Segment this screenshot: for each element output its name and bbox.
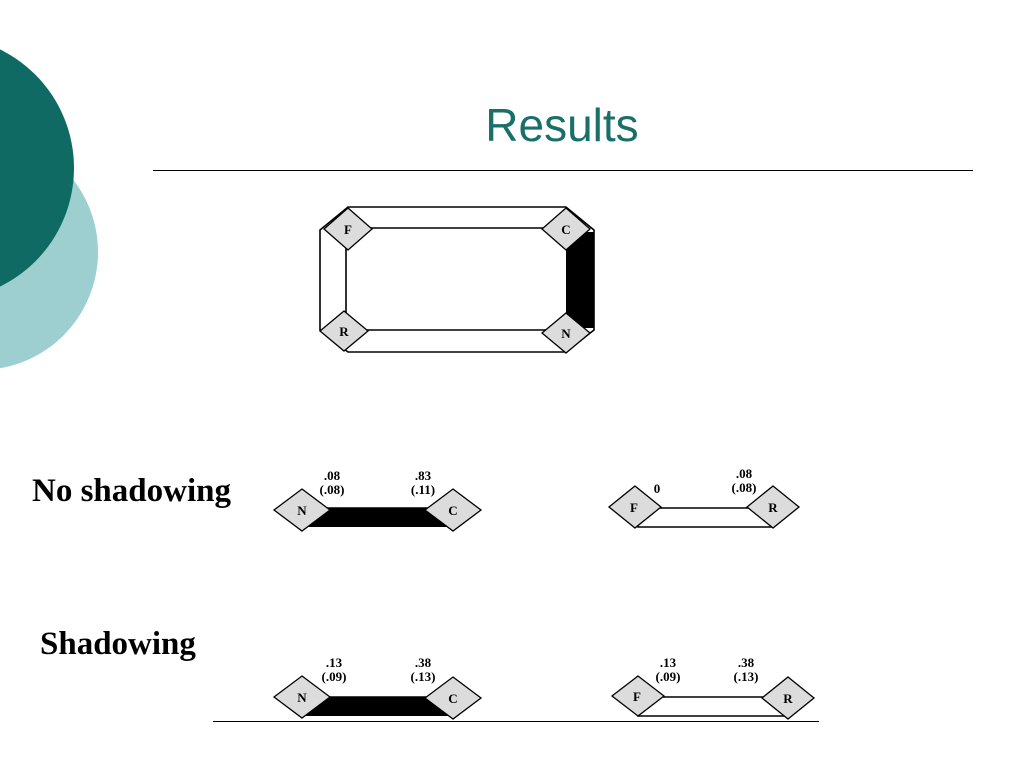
value-label: (.11) xyxy=(411,482,435,497)
node-label: C xyxy=(448,503,457,518)
node-label: R xyxy=(768,500,778,515)
value-label: .38 xyxy=(738,655,755,670)
value-label: 0 xyxy=(654,481,661,496)
value-label: (.08) xyxy=(320,482,345,497)
node-diamond xyxy=(272,488,332,532)
pair-diagram: N C .13 (.09) .38 (.13) xyxy=(272,655,483,720)
node-label: N xyxy=(297,690,307,705)
node-diamond xyxy=(610,675,666,717)
value-label: (.08) xyxy=(732,480,757,495)
title-divider xyxy=(153,170,973,171)
node-label: N xyxy=(297,503,307,518)
node-label: R xyxy=(339,324,349,339)
value-label: .13 xyxy=(660,655,677,670)
node-diamond xyxy=(423,488,483,532)
value-label: (.13) xyxy=(734,669,759,684)
node-diamond xyxy=(272,675,332,719)
decorative-circles xyxy=(0,49,98,369)
bottom-divider xyxy=(213,721,819,722)
value-label: (.09) xyxy=(656,669,681,684)
row-label-shadowing: Shadowing xyxy=(40,626,196,662)
value-label: .08 xyxy=(736,466,753,481)
node-diamond xyxy=(423,676,483,720)
node-top-left: F xyxy=(323,207,373,251)
node-bottom-left: R xyxy=(318,310,370,352)
value-label: (.13) xyxy=(411,669,436,684)
node-label: C xyxy=(448,691,457,706)
dark-teal-circle xyxy=(0,49,74,287)
node-label: R xyxy=(783,691,793,706)
value-label: .08 xyxy=(324,468,341,483)
node-diamond xyxy=(607,485,663,529)
node-label: F xyxy=(344,222,352,237)
row-label-no-shadowing: No shadowing xyxy=(32,473,231,509)
node-diamond xyxy=(760,676,816,720)
node-label: C xyxy=(561,222,570,237)
node-label: F xyxy=(630,500,638,515)
page-title: Results xyxy=(485,99,639,151)
value-label: .13 xyxy=(326,655,343,670)
value-label: .83 xyxy=(415,468,432,483)
pair-diagram: F R .13 (.09) .38 (.13) xyxy=(610,655,816,720)
node-top-right: C xyxy=(541,207,591,251)
pair-diagram: F R 0 .08 (.08) xyxy=(607,466,801,529)
node-label: F xyxy=(633,689,641,704)
value-label: (.09) xyxy=(322,669,347,684)
filled-edge xyxy=(304,508,452,527)
node-label: N xyxy=(561,326,571,341)
pair-diagram: N C .08 (.08) .83 (.11) xyxy=(272,468,483,532)
value-label: .38 xyxy=(415,655,432,670)
top-diagram: F C R N xyxy=(318,206,595,354)
node-diamond xyxy=(745,485,801,529)
node-bottom-right: N xyxy=(540,312,592,354)
filled-edge-c-n xyxy=(566,232,594,328)
filled-edge xyxy=(304,697,452,716)
